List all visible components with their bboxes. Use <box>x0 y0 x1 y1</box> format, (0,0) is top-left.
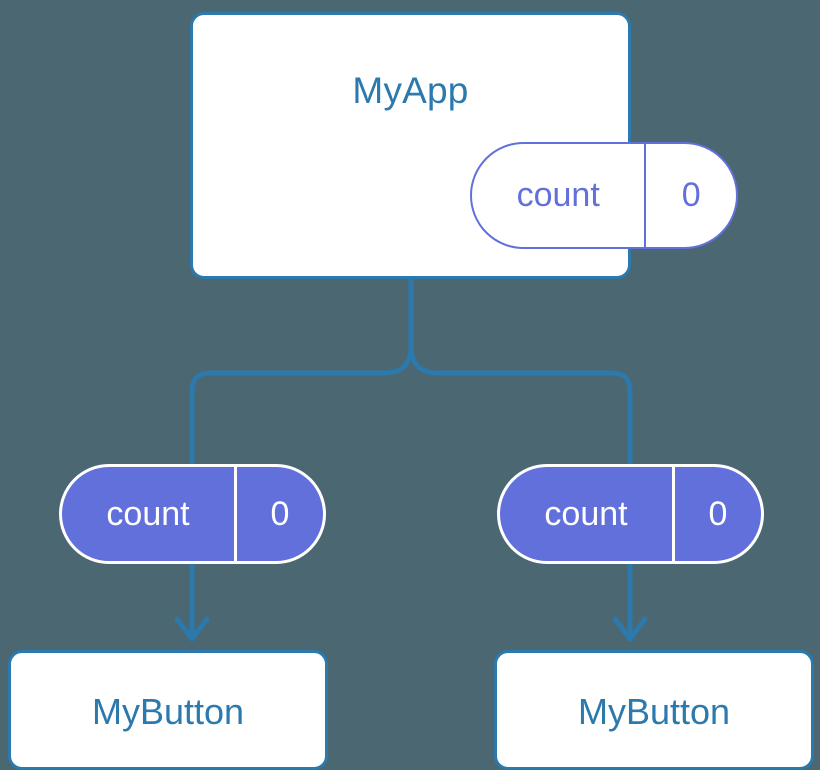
arrow-left-head-icon <box>174 616 210 642</box>
root-state-pill[interactable]: count 0 <box>470 142 738 249</box>
leaf-component-card-left[interactable]: MyButton <box>8 650 328 770</box>
branch-left-line <box>189 345 414 464</box>
leaf-component-card-right[interactable]: MyButton <box>494 650 814 770</box>
leaf-component-title-left: MyButton <box>91 691 245 732</box>
root-state-value: 0 <box>644 144 736 247</box>
arrow-right-head-icon <box>612 616 648 642</box>
child-state-pill-right[interactable]: count 0 <box>497 464 764 564</box>
root-state-name: count <box>516 176 600 214</box>
leaf-component-title-right: MyButton <box>577 691 731 732</box>
child-state-value-right: 0 <box>672 467 761 561</box>
child-state-name-left: count <box>106 494 190 533</box>
branch-right-line <box>408 345 633 464</box>
child-state-pill-left[interactable]: count 0 <box>59 464 326 564</box>
child-state-value-left: 0 <box>234 467 323 561</box>
root-component-card[interactable]: MyApp count 0 <box>190 12 738 279</box>
root-component-title: MyApp <box>352 70 469 111</box>
child-state-name-right: count <box>544 494 628 533</box>
